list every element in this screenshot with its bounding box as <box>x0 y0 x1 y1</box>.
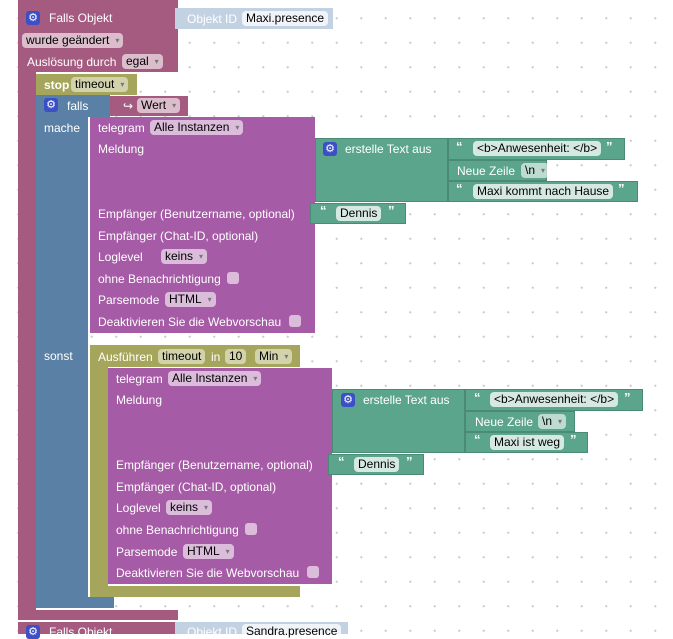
quote-close-icon: ” <box>406 454 413 469</box>
message-label: Meldung <box>98 142 145 156</box>
object-id-field[interactable]: Sandra.presence <box>242 624 342 639</box>
quote-close-icon: ” <box>618 181 625 196</box>
recipient-chat-label: Empfänger (Chat-ID, optional) <box>98 229 259 243</box>
object-id-field[interactable]: Maxi.presence <box>242 11 329 26</box>
value-dropdown[interactable]: Wert <box>137 98 181 113</box>
event-block-spine[interactable] <box>18 72 36 617</box>
parsemode-label: Parsemode <box>98 293 160 307</box>
parsemode-dropdown[interactable]: HTML <box>183 544 234 559</box>
gear-icon[interactable]: ⚙ <box>26 11 40 25</box>
object-id-label: Objekt ID <box>187 625 238 639</box>
trigger-by-label: Auslösung durch <box>27 55 117 69</box>
recipient-field[interactable]: Dennis <box>336 206 382 221</box>
quote-open-icon: “ <box>474 390 481 405</box>
timeout-block-spine[interactable] <box>90 367 108 597</box>
silent-label: ohne Benachrichtigung <box>98 272 221 286</box>
text-join-label: erstelle Text aus <box>363 393 450 407</box>
stop-timer-dropdown[interactable]: timeout <box>71 77 129 92</box>
quote-close-icon: ” <box>388 203 395 218</box>
timeout-name-field[interactable]: timeout <box>158 349 206 364</box>
telegram-label: telegram <box>98 121 145 135</box>
timeout-value-field[interactable]: 10 <box>225 349 247 364</box>
silent-checkbox[interactable] <box>245 523 257 535</box>
text-field[interactable]: <b>Anwesenheit: </b> <box>473 141 602 156</box>
text-field[interactable]: Maxi kommt nach Hause <box>473 184 614 199</box>
quote-close-icon: ” <box>606 139 613 154</box>
else-label: sonst <box>44 349 73 363</box>
condition-dropdown[interactable]: wurde geändert <box>22 33 124 48</box>
disable-preview-label: Deaktivieren Sie die Webvorschau <box>116 566 300 580</box>
text-join-block[interactable] <box>315 138 448 202</box>
trigger-by-dropdown[interactable]: egal <box>122 54 163 69</box>
timeout-block-bottom[interactable] <box>90 586 300 597</box>
message-label: Meldung <box>116 393 163 407</box>
disable-preview-checkbox[interactable] <box>307 566 319 578</box>
if-block-spine[interactable] <box>36 117 88 608</box>
newline-label: Neue Zeile <box>457 164 516 178</box>
telegram-label: telegram <box>116 372 163 386</box>
parsemode-label: Parsemode <box>116 545 178 559</box>
loglevel-label: Loglevel <box>98 250 143 264</box>
gear-icon[interactable]: ⚙ <box>341 393 355 407</box>
disable-preview-checkbox[interactable] <box>289 315 301 327</box>
if-label: falls <box>67 99 89 113</box>
recipient-user-label: Empfänger (Benutzername, optional) <box>98 207 295 221</box>
newline-label: Neue Zeile <box>475 415 534 429</box>
quote-open-icon: “ <box>474 432 481 447</box>
recipient-user-label: Empfänger (Benutzername, optional) <box>116 458 313 472</box>
trigger-title: Falls Objekt <box>49 625 113 639</box>
text-field[interactable]: Maxi ist weg <box>490 435 565 450</box>
gear-icon[interactable]: ⚙ <box>323 142 337 156</box>
quote-open-icon: “ <box>338 454 345 469</box>
instance-dropdown[interactable]: Alle Instanzen <box>150 120 244 135</box>
timeout-unit-dropdown[interactable]: Min <box>255 349 293 364</box>
stop-label: stop <box>44 78 70 92</box>
silent-label: ohne Benachrichtigung <box>116 523 239 537</box>
quote-open-icon: “ <box>456 139 463 154</box>
newline-dropdown[interactable]: \n <box>538 414 567 429</box>
event-block-bottom[interactable] <box>18 610 178 620</box>
quote-close-icon: ” <box>570 432 577 447</box>
trigger-title: Falls Objekt <box>49 11 113 25</box>
text-field[interactable]: <b>Anwesenheit: </b> <box>490 392 619 407</box>
arrow-icon: ↪ <box>123 99 134 113</box>
recipient-field[interactable]: Dennis <box>354 457 400 472</box>
gear-icon[interactable]: ⚙ <box>44 98 58 112</box>
text-join-label: erstelle Text aus <box>345 142 432 156</box>
quote-close-icon: ” <box>624 390 631 405</box>
quote-open-icon: “ <box>320 203 327 218</box>
parsemode-dropdown[interactable]: HTML <box>165 292 216 307</box>
if-block-bottom[interactable] <box>36 597 114 608</box>
loglevel-dropdown[interactable]: keins <box>166 500 213 515</box>
instance-dropdown[interactable]: Alle Instanzen <box>168 371 262 386</box>
newline-dropdown[interactable]: \n <box>521 163 550 178</box>
disable-preview-label: Deaktivieren Sie die Webvorschau <box>98 315 282 329</box>
loglevel-label: Loglevel <box>116 501 161 515</box>
timeout-label: Ausführen <box>98 350 153 364</box>
recipient-chat-label: Empfänger (Chat-ID, optional) <box>116 480 277 494</box>
do-label: mache <box>44 121 81 135</box>
quote-open-icon: “ <box>456 181 463 196</box>
silent-checkbox[interactable] <box>227 272 239 284</box>
object-id-label: Objekt ID <box>187 12 238 26</box>
loglevel-dropdown[interactable]: keins <box>161 249 208 264</box>
gear-icon[interactable]: ⚙ <box>26 625 40 639</box>
timeout-in-label: in <box>211 350 221 364</box>
